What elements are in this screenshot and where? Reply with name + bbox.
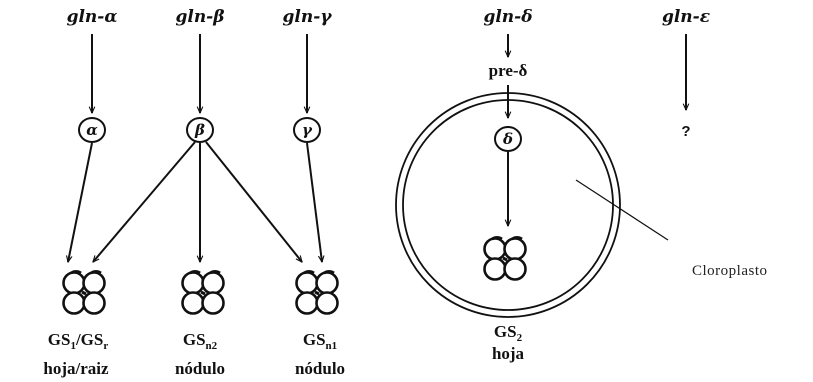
protein-node-gamma: γ xyxy=(293,117,321,143)
protein-label-beta: β xyxy=(194,121,205,139)
chloroplast-pointer-line xyxy=(575,179,669,241)
protein-label-gamma: γ xyxy=(302,121,313,139)
isoenzyme-label-gs1-gsr: GS1/GSr xyxy=(48,330,109,352)
octamer-gsn1 xyxy=(295,270,339,315)
gene-label-beta: gln-β xyxy=(175,7,224,27)
arrow-gamma-to-gsn1 xyxy=(306,142,322,262)
chloroplast-outer-membrane xyxy=(395,92,621,318)
isoenzyme-label-gsn2: GSn2 xyxy=(183,330,218,352)
octamer-gsn2 xyxy=(181,270,225,315)
arrow-alpha-to-gs1 xyxy=(68,142,93,262)
chloroplast-label: Cloroplasto xyxy=(692,263,768,279)
unknown-product-label: ? xyxy=(681,123,690,140)
protein-label-alpha: α xyxy=(86,121,98,139)
precursor-label: pre-δ xyxy=(489,61,528,80)
gene-label-delta: gln-δ xyxy=(483,7,532,27)
gene-label-epsilon: gln-ε xyxy=(662,7,710,27)
protein-label-delta: δ xyxy=(502,130,513,148)
protein-node-alpha: α xyxy=(78,117,106,143)
location-label-gsn1: nódulo xyxy=(295,359,345,378)
protein-node-beta: β xyxy=(186,117,214,143)
gene-label-gamma: gln-γ xyxy=(283,7,333,27)
protein-node-delta: δ xyxy=(494,126,522,152)
octamer-gs2 xyxy=(483,236,527,281)
octamer-gs1 xyxy=(62,270,106,315)
location-label-gsn2: nódulo xyxy=(175,359,225,378)
arrow-beta-to-gs1 xyxy=(93,141,196,262)
arrow-beta-to-gsn1 xyxy=(205,141,302,262)
chloroplast-inner-membrane xyxy=(402,99,614,311)
location-label-gs1: hoja/raiz xyxy=(43,359,109,378)
gene-label-alpha: gln-α xyxy=(67,7,118,27)
isoenzyme-label-gsn1: GSn1 xyxy=(303,330,337,352)
location-label-gs2: hoja xyxy=(492,344,525,363)
isoenzyme-label-gs2: GS2 xyxy=(494,322,523,344)
